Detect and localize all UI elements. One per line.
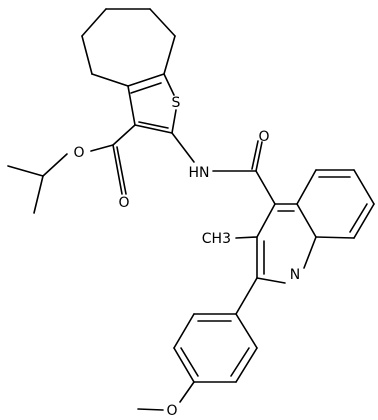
methoxy-oxygen-label: O: [166, 403, 177, 419]
bond: [149, 8, 176, 37]
bond: [256, 203, 276, 238]
bond: [251, 140, 259, 170]
bond: [130, 82, 162, 94]
bond: [235, 313, 258, 349]
bond: [112, 144, 123, 195]
bond: [235, 277, 258, 315]
bond: [353, 203, 375, 239]
bond: [116, 146, 127, 195]
carbonyl-oxygen-label: O: [118, 195, 129, 211]
bond: [180, 347, 199, 377]
bond: [42, 153, 68, 177]
bond: [173, 313, 195, 349]
bond: [137, 408, 164, 411]
bond: [81, 35, 93, 75]
methyl-label: CH3: [202, 231, 231, 247]
quinoline-nitrogen-label: N: [290, 267, 300, 283]
bond: [138, 121, 169, 129]
bond: [171, 109, 177, 134]
bond: [134, 124, 173, 134]
bond: [173, 347, 195, 383]
atom-labels: S O O HN O CH3 N O: [73, 95, 300, 419]
bond: [163, 35, 176, 75]
bond: [33, 175, 44, 214]
bond: [255, 141, 263, 172]
bond: [235, 347, 258, 383]
amide-nh-label: HN: [189, 165, 210, 181]
bond: [90, 144, 114, 152]
bond: [112, 124, 136, 146]
bond: [127, 73, 165, 87]
bond: [230, 347, 250, 377]
bond: [353, 169, 375, 205]
sulfur-label: S: [172, 95, 181, 111]
bond: [235, 236, 258, 239]
bond: [163, 73, 175, 96]
bond: [303, 236, 317, 269]
bond-lines: [7, 8, 375, 411]
bond: [255, 170, 276, 205]
bond: [296, 203, 317, 238]
bond: [349, 203, 368, 233]
bond: [171, 132, 195, 163]
bond: [296, 169, 317, 205]
bond: [91, 73, 129, 87]
amide-oxygen-label: O: [258, 129, 269, 145]
bond: [127, 85, 136, 126]
bond: [81, 8, 107, 37]
bond: [7, 165, 44, 177]
ester-oxygen-label: O: [73, 145, 84, 161]
bond: [256, 277, 286, 284]
bond: [315, 236, 355, 239]
bond: [179, 381, 195, 403]
